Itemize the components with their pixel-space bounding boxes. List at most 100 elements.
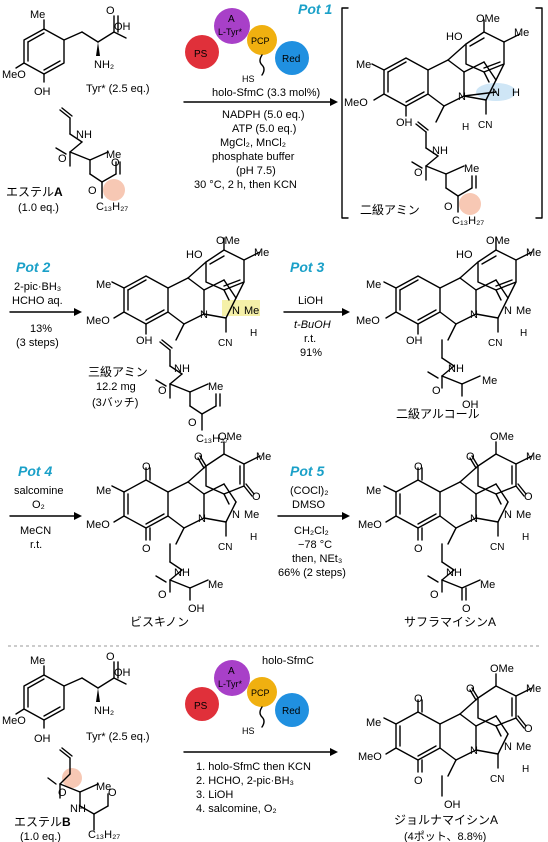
atom-oh: OH xyxy=(462,399,479,411)
ester-a-label: エステルA xyxy=(6,185,63,199)
atom-n: N xyxy=(200,309,208,321)
tertiary-amine-label: 三級アミン xyxy=(88,365,148,379)
atom-n: N xyxy=(504,305,512,317)
atom-me: Me xyxy=(366,717,381,729)
pcp-label: PCP xyxy=(251,36,270,46)
tertiary-amine-intermediate xyxy=(111,237,261,341)
atom-o: O xyxy=(430,589,439,601)
pot-2-label: Pot 2 xyxy=(16,259,50,275)
atom-ho: HO xyxy=(446,31,463,43)
atom-ho: HO xyxy=(456,249,473,261)
ester-b-label: エステルB xyxy=(14,815,71,829)
atom-me: Me xyxy=(482,375,497,387)
pot-5-label: Pot 5 xyxy=(290,463,324,479)
atom-n: N xyxy=(504,741,512,753)
atom-me: Me xyxy=(366,485,381,497)
atom-o: O xyxy=(58,787,67,799)
ps-label: PS xyxy=(194,49,208,60)
atom-me: Me xyxy=(526,683,541,695)
secondary-amine-label: 二級アミン xyxy=(360,203,420,217)
atom-me: Me xyxy=(256,451,271,463)
atom-me: Me xyxy=(30,9,45,21)
atom-me: Me xyxy=(480,579,495,591)
reagent-line: salcomine xyxy=(14,485,64,497)
atom-meo: MeO xyxy=(86,519,110,531)
atom-o: O xyxy=(58,153,67,165)
arrowhead xyxy=(342,308,350,316)
atom-o: O xyxy=(88,185,97,197)
arrowhead xyxy=(342,512,350,520)
ps-label: PS xyxy=(194,701,208,712)
atom-o: O xyxy=(466,451,475,463)
hs-label: HS xyxy=(242,74,255,84)
atom-n: N xyxy=(504,509,512,521)
atom-me: Me xyxy=(244,305,259,317)
atom-me: Me xyxy=(254,247,269,259)
sfmc-enzyme-graphic-1: PS A L-Tyr* PCP Red HS xyxy=(185,8,309,84)
pantetheine-arm xyxy=(259,54,265,76)
jorunnamycin-a-yield: (4ポット、8.8%) xyxy=(404,830,486,842)
scheme-4-5: Pot 4 salcomine O₂ MeCN r.t. OMe O Me O … xyxy=(9,431,541,629)
arrowhead xyxy=(330,748,338,756)
atom-me: Me xyxy=(366,279,381,291)
atom-h: H xyxy=(520,328,527,339)
atom-oh: OH xyxy=(34,86,51,98)
atom-ome: OMe xyxy=(490,663,514,675)
nme-highlight xyxy=(222,300,260,316)
red-domain xyxy=(275,693,309,727)
atom-ome: OMe xyxy=(218,431,242,443)
atom-nh: NH xyxy=(70,803,86,815)
jorunnamycin-a-product xyxy=(383,673,533,777)
atom-meo: MeO xyxy=(356,315,380,327)
substrate-label: L-Tyr* xyxy=(218,679,243,689)
atom-o: O xyxy=(142,461,151,473)
intermediate-ester-chain xyxy=(411,121,481,215)
a-label: A xyxy=(228,14,235,25)
ester-b-eq: (1.0 eq.) xyxy=(20,831,61,842)
scheme-2-3: Pot 2 2-pic·BH₃ HCHO aq. 13% (3 steps) O… xyxy=(9,235,541,445)
atom-me: Me xyxy=(356,59,371,71)
a-domain xyxy=(214,660,250,696)
atom-n: N xyxy=(492,87,500,99)
atom-oh: OH xyxy=(34,733,51,745)
atom-me: Me xyxy=(526,247,541,259)
atom-me: Me xyxy=(96,279,111,291)
atom-h: H xyxy=(462,122,469,133)
tyr-eq-label: Tyr* (2.5 eq.) xyxy=(86,731,150,743)
atom-o: O xyxy=(158,589,167,601)
bisquinone-intermediate xyxy=(111,441,261,545)
red-label: Red xyxy=(282,706,300,717)
atom-o: O xyxy=(252,491,261,503)
atom-h: H xyxy=(250,328,257,339)
atom-o: O xyxy=(106,651,115,663)
sfmc-enzyme-graphic-2: PS A L-Tyr* PCP Red HS holo-SfmC xyxy=(185,655,314,736)
atom-o: O xyxy=(108,787,117,799)
tertiary-amine-mass: 12.2 mg xyxy=(96,381,136,393)
arrowhead xyxy=(330,98,338,106)
secondary-amine-intermediate xyxy=(371,19,521,123)
atom-o: O xyxy=(106,5,115,17)
atom-oh: OH xyxy=(396,117,413,129)
atom-n: N xyxy=(232,509,240,521)
atom-me: Me xyxy=(208,381,223,393)
atom-c13h27: C₁₃H₂₇ xyxy=(196,433,228,445)
condition-line: r.t. xyxy=(30,539,42,551)
bisquinone-label: ビスキノン xyxy=(130,615,189,629)
atom-n: N xyxy=(198,513,206,525)
atom-o: O xyxy=(414,693,423,705)
red-domain xyxy=(275,41,309,75)
condition-line: (pH 7.5) xyxy=(236,165,276,177)
atom-me: Me xyxy=(96,485,111,497)
atom-cn: CN xyxy=(478,120,492,131)
condition-line: holo-SfmC (3.3 mol%) xyxy=(212,87,320,99)
atom-o: O xyxy=(414,167,423,179)
ester-a-eq: (1.0 eq.) xyxy=(18,202,59,214)
atom-o: O xyxy=(414,543,423,555)
condition-line: then, NEt₃ xyxy=(292,553,342,565)
atom-nh: NH xyxy=(174,363,190,375)
atom-meo: MeO xyxy=(358,751,382,763)
atom-ome: OMe xyxy=(486,235,510,247)
atom-me: Me xyxy=(514,27,529,39)
substrate-label: L-Tyr* xyxy=(218,27,243,37)
